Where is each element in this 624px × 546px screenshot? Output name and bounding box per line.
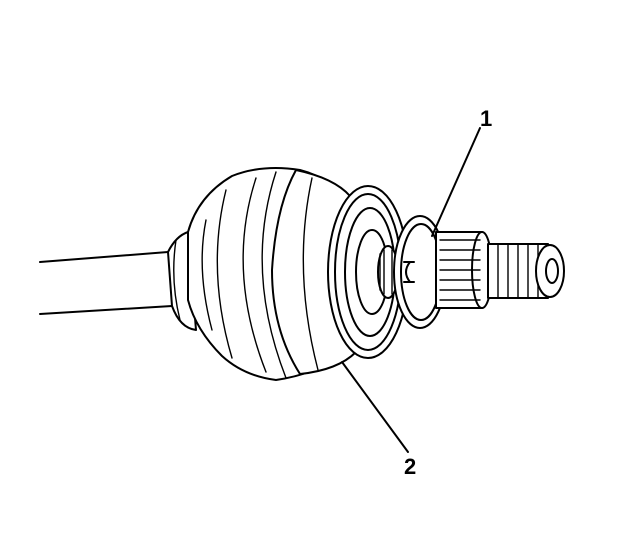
splined-stub bbox=[435, 231, 493, 309]
callout-1-label: 1 bbox=[480, 106, 493, 131]
leader-line-2 bbox=[341, 361, 409, 453]
callout-2-label: 2 bbox=[404, 454, 417, 479]
leader-line-1 bbox=[431, 127, 481, 237]
threaded-end bbox=[487, 243, 565, 299]
axle-shaft bbox=[39, 251, 173, 315]
